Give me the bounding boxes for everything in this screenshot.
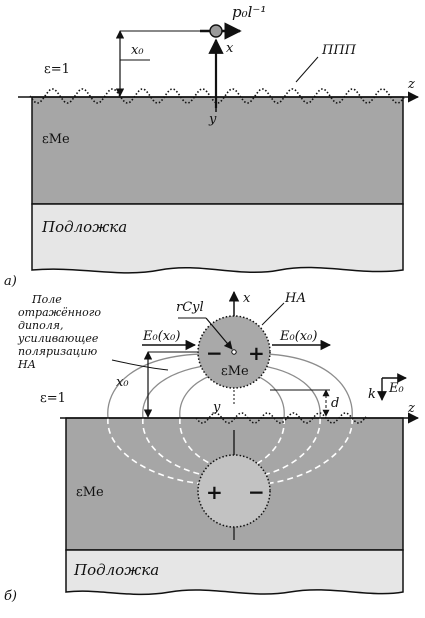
k-label: k (368, 387, 376, 402)
substrate-a (31, 203, 404, 274)
panel-b: б) Поле отражённого диполя, усиливающее … (4, 290, 420, 604)
panel-a-label: a) (4, 274, 17, 289)
note-leader-line (111, 359, 169, 371)
na-minus-sign: − (206, 341, 223, 365)
z-axis-label-a: z (407, 77, 415, 92)
e0-left-label: E₀(x₀) (142, 329, 180, 344)
plasmon-wave (29, 88, 405, 104)
x-axis-label-a: x (226, 41, 234, 56)
e0-right-label: E₀(x₀) (279, 329, 317, 344)
x0-label-a: x₀ (131, 43, 144, 58)
note-line-2: отражённого (18, 306, 101, 319)
x-axis-label-b: x (243, 291, 251, 306)
na-leader-line (261, 302, 285, 326)
metal-layer-a (31, 96, 404, 205)
note-line-6: НА (17, 358, 36, 371)
substrate-b (65, 549, 404, 596)
reflected-dipole-note: Поле отражённого диполя, усиливающее пол… (17, 293, 101, 371)
panel-b-label: б) (4, 589, 17, 604)
y-axis-label-a: y (208, 112, 217, 127)
x0-label-b: x₀ (116, 375, 129, 390)
image-minus-sign: − (248, 480, 265, 504)
na-plus-sign: + (248, 341, 265, 365)
radius-label: rCyl (176, 300, 204, 315)
na-center (231, 349, 237, 355)
eps-medium-b: ε=1 (40, 391, 66, 406)
e0-vector-label: E₀ (388, 381, 404, 396)
z-axis-label-b: z (407, 401, 415, 416)
note-line-3: диполя, (18, 319, 64, 332)
radius-arrow (205, 317, 233, 350)
substrate-label-a: Подложка (41, 218, 127, 236)
note-line-4: усиливающее (17, 332, 99, 345)
eps-metal-na: εMe (221, 364, 249, 379)
dipole-icon (209, 24, 223, 38)
dipole-moment-label: p₀l⁻¹ (232, 3, 266, 21)
eps-metal-a: εMe (42, 132, 70, 147)
y-axis-label-b: y (212, 400, 221, 415)
eps-medium-a: ε=1 (44, 62, 70, 77)
eps-metal-b: εMe (76, 485, 104, 500)
image-plus-sign: + (206, 480, 223, 504)
note-line-5: поляризацию (18, 345, 97, 358)
note-line-1: Поле (31, 293, 62, 306)
ppp-label: ППП (321, 43, 357, 58)
d-label: d (331, 396, 339, 411)
na-label: НА (284, 291, 306, 306)
panel-a: p₀l⁻¹ x z y x₀ ε=1 ППП εMe Подложка a) (4, 3, 420, 289)
field-lines-image (107, 417, 353, 485)
ppp-leader-line (295, 56, 319, 83)
substrate-label-b: Подложка (73, 561, 159, 579)
